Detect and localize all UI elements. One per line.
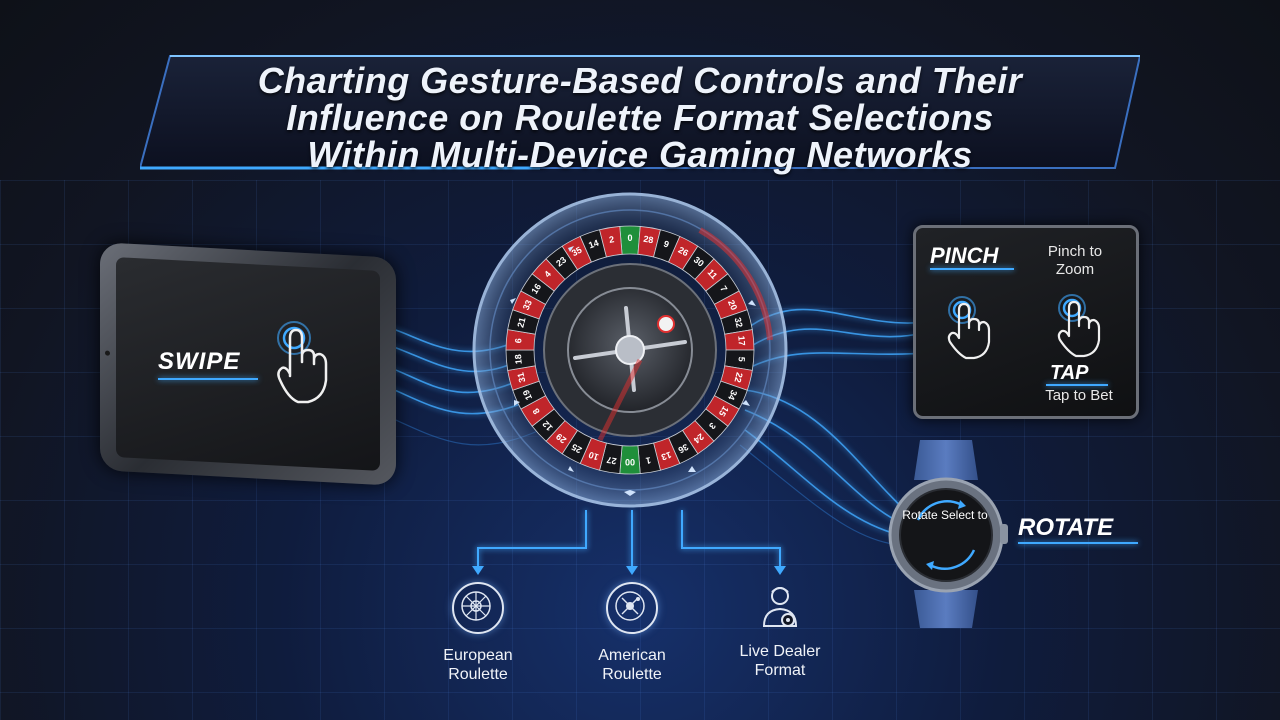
wheel-pocket-number: 12: [541, 419, 555, 433]
title-line-3: Within Multi-Device Gaming Networks: [307, 134, 973, 175]
format-european-roulette[interactable]: European Roulette: [418, 582, 538, 684]
wheel-pocket-number: 27: [606, 455, 618, 467]
swipe-gesture-label: SWIPE: [158, 348, 241, 375]
pinch-underline: [930, 268, 1014, 270]
format-name: European Roulette: [443, 647, 513, 683]
wheel-pocket-number: 8: [531, 406, 542, 416]
wheel-pocket-number: 18: [513, 354, 524, 365]
wheel-pocket-number: 16: [529, 282, 543, 296]
wheel-pocket-number: 14: [587, 238, 600, 251]
wheel-pocket-number: 13: [660, 450, 673, 463]
wheel-pocket-number: 15: [717, 404, 731, 418]
swipe-hand-icon: [277, 321, 328, 404]
wheel-pocket-number: 23: [554, 255, 568, 269]
format-live-dealer[interactable]: Live Dealer Format: [720, 582, 840, 680]
phone-panel-device: [913, 225, 1139, 419]
wheel-pocket-number: 7: [718, 284, 729, 294]
wheel-pocket-number: 00: [625, 457, 635, 467]
roulette-wheel-icon: [452, 582, 504, 634]
wheel-pocket-number: 29: [554, 431, 568, 445]
wheel-pocket-number: 9: [662, 239, 670, 250]
smartwatch-device: [888, 440, 1008, 628]
wheel-pocket-number: 32: [732, 316, 744, 328]
wheel-pocket-number: 34: [726, 388, 739, 401]
title-frame: [140, 55, 1140, 170]
wheel-pocket-number: 3: [707, 421, 718, 431]
wheel-pocket-number: 1: [645, 455, 652, 466]
wheel-pocket-number: 25: [570, 442, 584, 456]
tablet-camera: [105, 350, 110, 356]
wheel-pocket-number: 17: [736, 335, 747, 346]
wheel-pocket-number: 22: [732, 371, 744, 383]
tap-underline: [1046, 384, 1108, 386]
wheel-pocket-number: 10: [587, 450, 600, 463]
wheel-pocket-number: 20: [726, 298, 739, 311]
format-name: American Roulette: [598, 647, 666, 683]
wheel-pocket-number: 36: [677, 442, 691, 456]
swipe-underline: [158, 378, 258, 380]
pinch-caption: Pinch to Zoom: [1047, 243, 1103, 278]
rotate-gesture-label: ROTATE: [1018, 514, 1114, 541]
wheel-pocket-number: 5: [736, 356, 746, 362]
wheel-pocket-number: 31: [515, 371, 527, 383]
tap-hand-icon: [1057, 294, 1101, 358]
wheel-pocket-number: 30: [692, 255, 706, 269]
tablet-device: [100, 242, 396, 486]
watch-screen-text: Rotate Select to: [902, 508, 988, 522]
tap-gesture-label: TAP: [1050, 362, 1089, 384]
tablet-screen: [116, 257, 380, 471]
wheel-pocket-number: 19: [521, 388, 534, 401]
title-banner: Charting Gesture-Based Controls and Thei…: [140, 52, 1140, 173]
wheel-pocket-number: 24: [692, 431, 706, 445]
roulette-wheel-icon: [606, 582, 658, 634]
wheel-pocket-number: 26: [677, 245, 691, 259]
wheel-pocket-number: 21: [515, 316, 527, 328]
wheel-pocket: [599, 225, 623, 258]
format-name: Live Dealer Format: [739, 643, 821, 679]
title-line-2: Influence on Roulette Format Selections: [286, 97, 994, 138]
wheel-pocket-number: 33: [521, 298, 534, 311]
format-american-roulette[interactable]: American Roulette: [572, 582, 692, 684]
pinch-hand-icon: [947, 296, 991, 360]
tap-caption: Tap to Bet: [1045, 387, 1113, 404]
wheel-pocket-number: 35: [570, 245, 584, 259]
wheel-pocket-number: 2: [608, 234, 615, 245]
dealer-icon: [762, 587, 798, 627]
rotate-underline: [1018, 542, 1138, 544]
pinch-gesture-label: PINCH: [930, 243, 999, 268]
wheel-pocket-number: 6: [513, 338, 523, 344]
wheel-pocket-number: 28: [643, 234, 655, 246]
wheel-pocket-number: 4: [542, 269, 553, 279]
wheel-pocket-number: 0: [627, 233, 632, 243]
title-line-1: Charting Gesture-Based Controls and Thei…: [257, 60, 1023, 101]
page-title: Charting Gesture-Based Controls and Thei…: [160, 62, 1120, 173]
